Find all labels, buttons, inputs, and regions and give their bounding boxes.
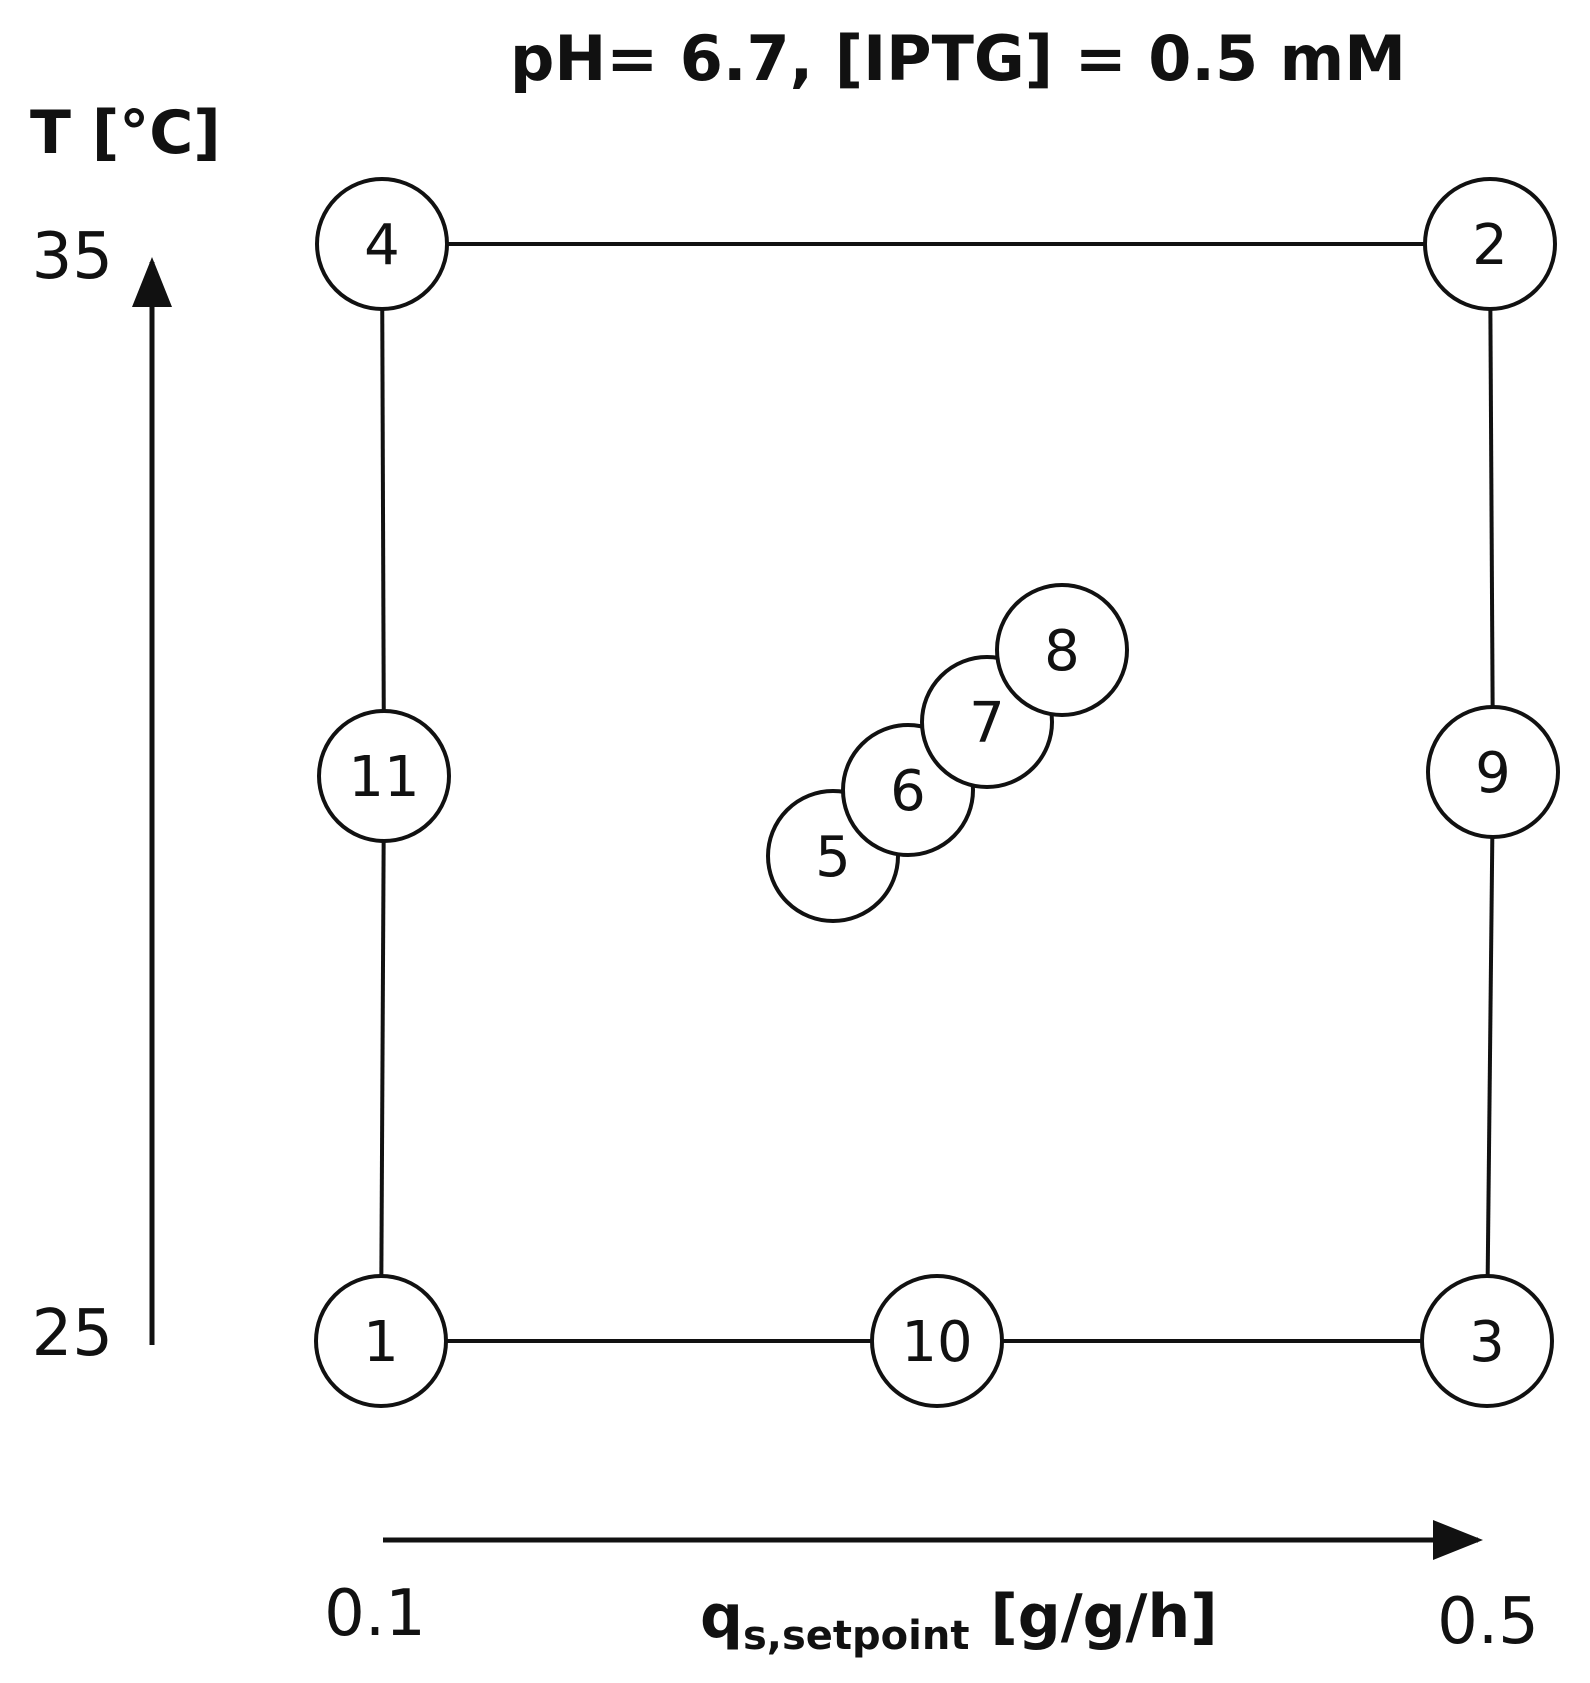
node-circle <box>314 1274 448 1408</box>
x-axis-max-tick: 0.5 <box>1437 1585 1539 1659</box>
node-label: 5 <box>815 825 851 890</box>
experiment-node-11: 11 <box>317 709 451 843</box>
x-axis-label-unit: [g/g/h] <box>969 1582 1217 1652</box>
node-label: 1 <box>363 1310 399 1375</box>
node-circle <box>1420 1274 1554 1408</box>
node-label: 9 <box>1475 741 1511 806</box>
node-label: 10 <box>901 1310 972 1375</box>
experiment-node-10: 10 <box>870 1274 1004 1408</box>
x-axis-label-main: q <box>700 1582 743 1652</box>
experiment-node-4: 4 <box>315 177 449 311</box>
edge-2-9 <box>1488 243 1495 773</box>
edge-4-11 <box>380 243 386 777</box>
x-axis-min-tick: 0.1 <box>324 1577 426 1651</box>
node-label: 3 <box>1469 1310 1505 1375</box>
y-axis-max-tick: 35 <box>32 220 113 294</box>
edge-11-1 <box>379 775 386 1342</box>
node-circle <box>315 177 449 311</box>
node-circle <box>1426 705 1560 839</box>
node-label: 4 <box>364 213 400 278</box>
x-axis-label: qs,setpoint [g/g/h] <box>700 1582 1218 1659</box>
experiment-node-8: 8 <box>995 583 1129 717</box>
experiment-node-1: 1 <box>314 1274 448 1408</box>
edges-layer <box>379 242 1495 1343</box>
edge-9-3 <box>1485 771 1495 1342</box>
diagram-title: pH= 6.7, [IPTG] = 0.5 mM <box>510 22 1406 95</box>
node-label: 8 <box>1044 619 1080 684</box>
node-circle <box>317 709 451 843</box>
node-label: 7 <box>969 691 1005 756</box>
node-circle <box>995 583 1129 717</box>
experiment-node-2: 2 <box>1423 177 1557 311</box>
y-axis-min-tick: 25 <box>32 1297 113 1371</box>
node-label: 6 <box>890 759 926 824</box>
node-label: 11 <box>348 745 419 810</box>
x-axis-label-sub: s,setpoint <box>743 1613 969 1659</box>
y-axis-label: T [°C] <box>30 98 221 168</box>
experiment-node-9: 9 <box>1426 705 1560 839</box>
node-circle <box>870 1274 1004 1408</box>
experiment-node-3: 3 <box>1420 1274 1554 1408</box>
node-circle <box>1423 177 1557 311</box>
node-label: 2 <box>1472 213 1508 278</box>
